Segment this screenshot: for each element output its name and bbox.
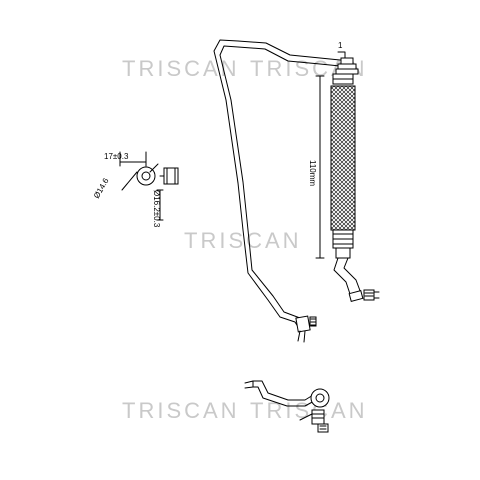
metal-pipe [213,39,348,331]
width-tolerance-label: 17±0.3 [104,152,129,161]
upper-connector: 1 [335,41,359,75]
outer-diameter-label: Ø16.2±0.3 [152,190,161,228]
watermark-center: TRISCAN [184,228,302,253]
braided-hose: 110mm [308,73,356,259]
watermark-bottom-left: TRISCAN [122,398,240,423]
hole-diameter-label: Ø14.6 [92,176,111,200]
watermark-top-left: TRISCAN [122,56,240,81]
lower-pipe-fitting [295,315,317,343]
hose-length-label: 110mm [308,160,317,186]
eye-fitting-detail: 17±0.3 Ø14.6 Ø16.2±0.3 [92,151,179,228]
watermark-bottom-right: TRISCAN [250,398,368,423]
bottom-detail-view [244,380,330,433]
marker-1: 1 [338,41,343,50]
hose-outlet-pipe [333,257,380,303]
